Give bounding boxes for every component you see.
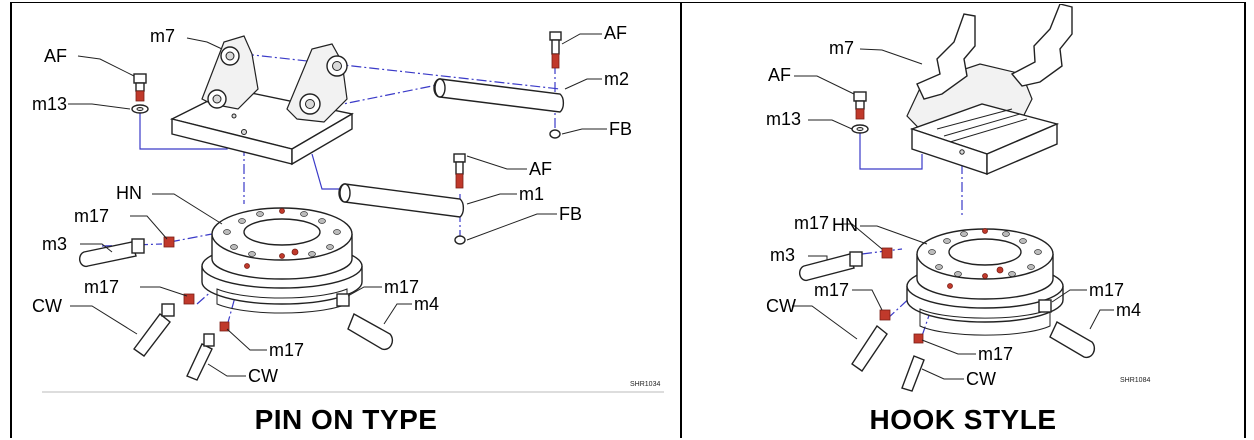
panel-caption-pin-on-type: PIN ON TYPE — [254, 404, 438, 435]
callout-m3: m3 — [770, 245, 795, 265]
callout-m17-b: m17 — [814, 280, 849, 300]
callout-cw-bottom: CW — [966, 369, 996, 389]
callout-m17-d: m17 — [978, 344, 1013, 364]
fitting-m17-b — [183, 293, 195, 305]
nut-fb-top — [549, 129, 561, 139]
callout-hn: HN — [832, 215, 858, 235]
panel-divider — [680, 2, 682, 438]
bolt-af — [853, 91, 867, 120]
callout-m1: m1 — [519, 184, 544, 204]
frame-top-border — [10, 2, 1246, 3]
fitting-m3 — [79, 238, 145, 268]
callout-cw-bottom: CW — [248, 366, 278, 386]
pin-on-exploded-drawing: m7 AF AF m2 m13 FB AF m1 HN FB m17 m3 m1… — [32, 23, 664, 393]
callout-m17-b: m17 — [84, 277, 119, 297]
fitting-m3 — [799, 251, 863, 282]
callout-m17-a: m17 — [74, 206, 109, 226]
callout-af: AF — [768, 65, 791, 85]
callout-fb-mid: FB — [559, 204, 582, 224]
callout-cw-left: CW — [32, 296, 62, 316]
panel-caption-hook-style: HOOK STYLE — [869, 404, 1057, 435]
fitting-cw-left — [851, 324, 888, 372]
callout-af-top: AF — [604, 23, 627, 43]
panel-hook-style: m7 AF m13 HN m17 m3 m17 m17 CW m4 m17 CW… — [682, 4, 1244, 438]
nut-fb-mid — [454, 235, 466, 245]
rotator-hn — [906, 228, 1064, 336]
callout-m3: m3 — [42, 234, 67, 254]
frame-left-border — [10, 2, 12, 438]
fitting-m17-c — [336, 293, 350, 307]
fitting-m17-b — [879, 309, 891, 321]
fitting-m4 — [1049, 321, 1096, 359]
callout-m7: m7 — [829, 38, 854, 58]
hook-coupler-m7 — [906, 4, 1073, 176]
callout-m17-c: m17 — [384, 277, 419, 297]
callout-af-left: AF — [44, 46, 67, 66]
drawing-code: SHR1084 — [1120, 377, 1150, 384]
fitting-m17-c — [1038, 299, 1052, 313]
callout-m2: m2 — [604, 69, 629, 89]
callout-m4: m4 — [414, 294, 439, 314]
hook-style-exploded-drawing: m7 AF m13 HN m17 m3 m17 m17 CW m4 m17 CW… — [766, 4, 1150, 392]
quick-coupler-m7 — [169, 35, 354, 166]
frame-right-border — [1244, 2, 1246, 438]
fitting-m17-d — [913, 333, 924, 344]
callout-m4: m4 — [1116, 300, 1141, 320]
pin-m1 — [338, 183, 465, 218]
callout-m13: m13 — [766, 109, 801, 129]
callout-m17-c: m17 — [1089, 280, 1124, 300]
callout-m17-d: m17 — [269, 340, 304, 360]
callout-m13: m13 — [32, 94, 67, 114]
callout-leaders — [68, 33, 607, 377]
bolt-af-top — [549, 31, 562, 69]
rotator-hn — [201, 207, 363, 314]
fitting-m17-a — [163, 236, 175, 248]
pin-m2 — [433, 78, 565, 113]
fitting-cw-bottom — [186, 333, 215, 381]
callout-leaders — [792, 48, 1114, 380]
fitting-cw-left — [133, 303, 175, 357]
panel-pin-on-type: m7 AF AF m2 m13 FB AF m1 HN FB m17 m3 m1… — [12, 4, 680, 438]
callout-fb-top: FB — [609, 119, 632, 139]
fitting-cw-bottom — [901, 355, 925, 392]
fitting-m17-d — [219, 321, 230, 332]
callout-m7: m7 — [150, 26, 175, 46]
fitting-m4 — [347, 313, 394, 351]
callout-cw-left: CW — [766, 296, 796, 316]
drawing-code: SHR1034 — [630, 381, 660, 388]
callout-af-mid: AF — [529, 159, 552, 179]
fitting-m17-a — [881, 247, 893, 259]
callout-hn: HN — [116, 183, 142, 203]
bolt-af-mid — [453, 153, 466, 189]
bolt-af-left — [133, 73, 147, 102]
callout-m17-a: m17 — [794, 213, 829, 233]
